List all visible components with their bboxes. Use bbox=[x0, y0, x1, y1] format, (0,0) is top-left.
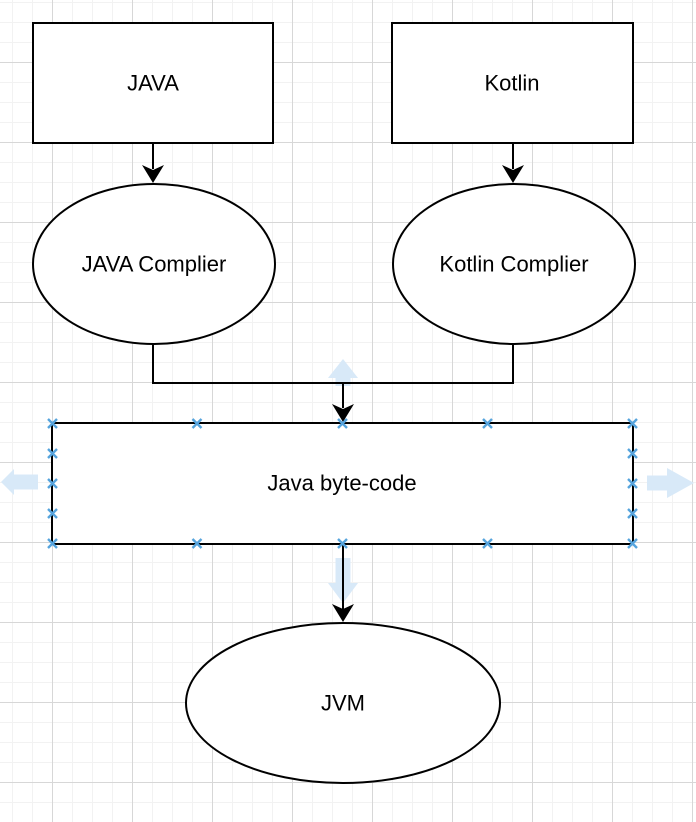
direction-arrow-left-icon[interactable] bbox=[1, 469, 38, 495]
node-java-compiler[interactable]: JAVA Complier bbox=[32, 183, 276, 345]
direction-arrow-up-icon[interactable] bbox=[328, 359, 358, 386]
edge-compilers-to-bytecode[interactable] bbox=[152, 344, 514, 422]
arrowhead bbox=[332, 404, 354, 422]
node-java-label: JAVA bbox=[127, 70, 179, 95]
node-java-compiler-label: JAVA Complier bbox=[82, 251, 227, 276]
edge-java-to-java-compiler[interactable] bbox=[142, 144, 164, 183]
edge-kotlin-to-kotlin-compiler[interactable] bbox=[502, 144, 524, 183]
node-kotlin[interactable]: Kotlin bbox=[391, 22, 634, 144]
node-jvm[interactable]: JVM bbox=[185, 622, 501, 784]
node-bytecode-label: Java byte-code bbox=[267, 470, 416, 495]
arrowhead bbox=[142, 165, 164, 183]
node-bytecode[interactable]: Java byte-code bbox=[51, 422, 634, 545]
node-kotlin-compiler-label: Kotlin Complier bbox=[439, 251, 588, 276]
node-kotlin-compiler[interactable]: Kotlin Complier bbox=[392, 183, 636, 345]
arrowhead bbox=[332, 604, 354, 622]
arrowhead bbox=[502, 165, 524, 183]
node-kotlin-label: Kotlin bbox=[484, 70, 539, 95]
node-jvm-label: JVM bbox=[321, 690, 365, 715]
edge-bytecode-to-jvm[interactable] bbox=[332, 545, 354, 622]
direction-arrow-right-icon[interactable] bbox=[647, 468, 694, 498]
node-java[interactable]: JAVA bbox=[32, 22, 274, 144]
